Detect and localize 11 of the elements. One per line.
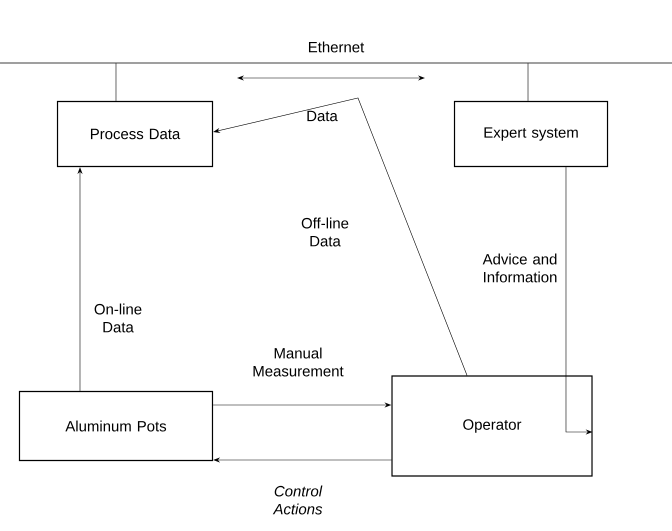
process-box: Expert system xyxy=(454,100,608,168)
process-box: Process Data xyxy=(56,100,214,168)
process-box: Aluminum Pots xyxy=(18,390,214,462)
edge-label: Off-line Data xyxy=(302,218,348,246)
bus-line: Ethernet xyxy=(0,41,672,64)
edge-label: Manual Measurement xyxy=(254,348,344,376)
edge-label: Advice and Information xyxy=(482,254,556,282)
flow-label: Data xyxy=(307,110,338,122)
edge-label: On-line Data xyxy=(94,304,142,332)
edge-label: Control Actions xyxy=(272,486,322,514)
process-box: Operator xyxy=(391,375,593,477)
